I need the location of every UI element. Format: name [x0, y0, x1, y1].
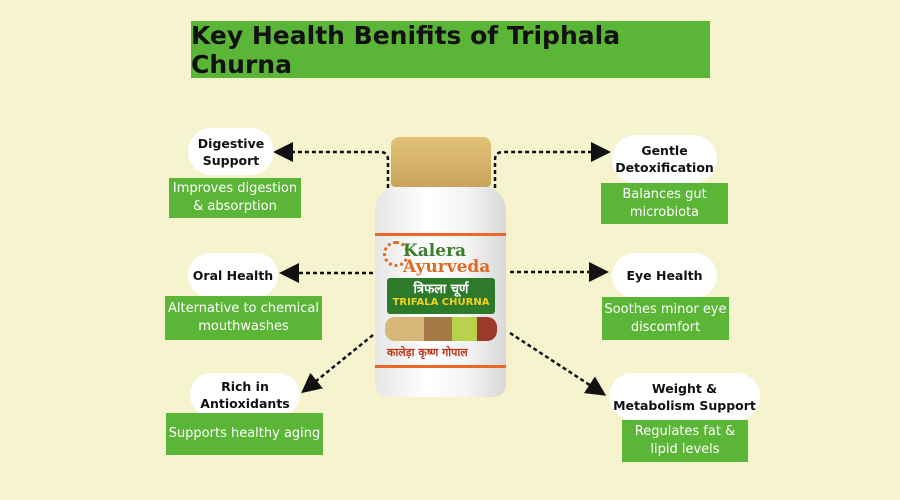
- bottle-cap: [391, 137, 491, 187]
- benefit-heading-antioxidants: Rich in Antioxidants: [190, 373, 300, 417]
- product-name-english: TRIFALA CHURNA: [392, 297, 490, 308]
- product-address: कालेड़ा कृष्ण गोपाल: [387, 346, 468, 359]
- brand-logo-icon: [383, 241, 409, 267]
- benefit-heading-eye: Eye Health: [612, 253, 717, 298]
- product-name-hindi: त्रिफला चूर्ण: [413, 282, 469, 297]
- benefit-desc-weight: Regulates fat & lipid levels: [622, 420, 748, 462]
- herbs-image: [385, 317, 497, 341]
- label-stripe-bottom: [375, 365, 506, 368]
- arrow-detox: [493, 142, 611, 188]
- arrow-digestive: [273, 142, 390, 188]
- benefit-desc-eye: Soothes minor eye discomfort: [602, 297, 729, 340]
- benefit-heading-detox: Gentle Detoxification: [612, 135, 717, 183]
- arrow-weight: [509, 331, 607, 396]
- benefit-heading-oral: Oral Health: [188, 253, 278, 297]
- page-title: Key Health Benifits of Triphala Churna: [191, 21, 710, 79]
- label-stripe: [375, 233, 506, 236]
- benefit-desc-detox: Balances gut microbiota: [601, 183, 728, 224]
- benefit-desc-oral: Alternative to chemical mouthwashes: [165, 296, 322, 340]
- product-name-band: त्रिफला चूर्ण TRIFALA CHURNA: [387, 278, 495, 314]
- arrow-antioxidants: [301, 334, 374, 394]
- product-bottle-image: Kalera Ayurveda त्रिफला चूर्ण TRIFALA CH…: [373, 137, 508, 397]
- benefit-heading-digestive: Digestive Support: [188, 128, 274, 175]
- benefit-desc-antioxidants: Supports healthy aging: [166, 413, 323, 455]
- brand-name-2: Ayurveda: [403, 257, 491, 277]
- benefit-heading-weight: Weight & Metabolism Support: [609, 373, 760, 420]
- brand-name: Kalera: [403, 241, 467, 261]
- benefit-desc-digestive: Improves digestion & absorption: [169, 178, 301, 218]
